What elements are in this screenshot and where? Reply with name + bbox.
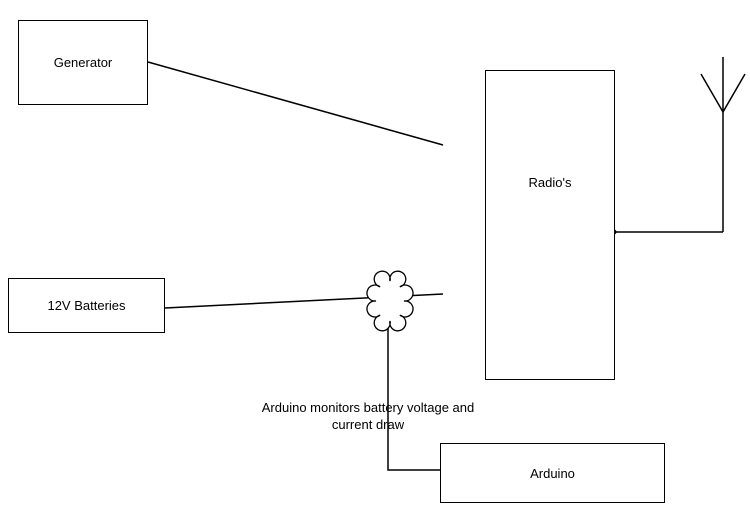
node-generator-label: Generator [53,55,113,70]
node-generator: Generator [18,20,148,105]
node-arduino: Arduino [440,443,665,503]
antenna-icon [700,57,746,232]
node-radios: Radio's [485,70,615,380]
node-arduino-label: Arduino [530,465,575,481]
annotation-text: Arduino monitors battery voltage and cur… [238,399,498,433]
connector-cloud-to-arduino [387,295,441,471]
node-batteries: 12V Batteries [8,278,165,333]
node-radios-label: Radio's [528,175,572,190]
annotation-line-2: current draw [331,417,405,432]
annotation-line-1: Arduino monitors battery voltage and [261,400,475,415]
cloud-shape [366,270,414,332]
node-batteries-label: 12V Batteries [47,298,126,313]
connector-generator-to-radios [147,61,444,146]
